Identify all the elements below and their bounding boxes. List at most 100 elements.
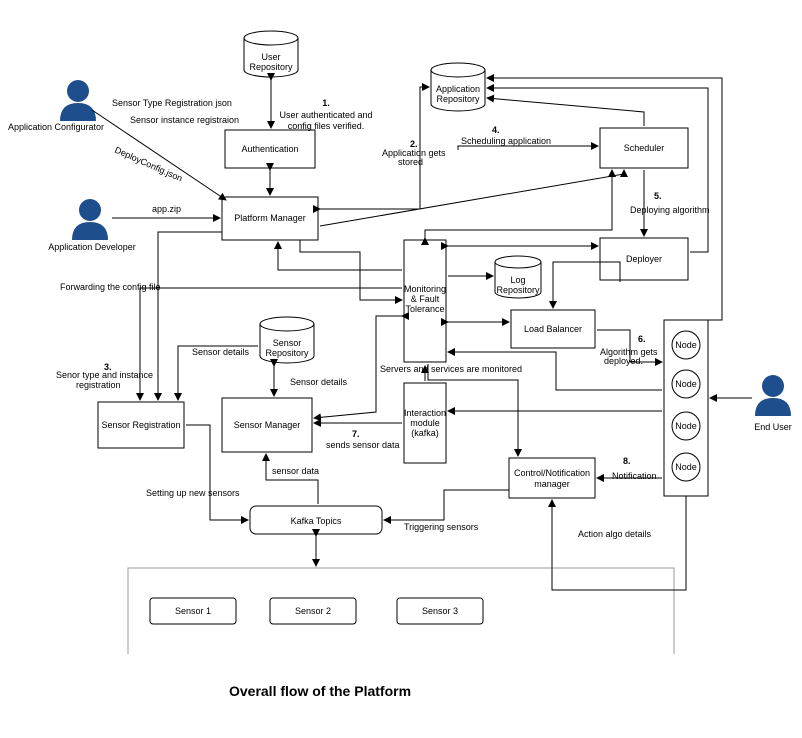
developer-label: Application Developer [48, 242, 136, 252]
conn-monitoring-pm [274, 241, 402, 271]
platform-manager-label: Platform Manager [234, 213, 306, 223]
end-user-label: End User [754, 422, 792, 432]
label-step3-num: 3. [104, 362, 112, 372]
configurator-actor-icon [60, 80, 96, 121]
label-sensor-details-left: Sensor details [192, 347, 250, 357]
label-app-zip: app.zip [152, 204, 181, 214]
label-forwarding: Forwarding the config file [60, 282, 161, 292]
node-1-label: Node [675, 340, 697, 350]
conn-sensorreg-kafka [186, 424, 249, 524]
deployer-label: Deployer [626, 254, 662, 264]
load-balancer-label: Load Balancer [524, 324, 582, 334]
conn-control-kafka [383, 489, 509, 524]
label-servers-monitored: Servers and services are monitored [380, 364, 522, 374]
conn-pm-scheduler [319, 169, 628, 227]
sensor-2-box[interactable] [269, 597, 357, 625]
user-repository-label-1: User [261, 52, 280, 62]
label-step4: Scheduling application [461, 136, 551, 146]
scheduler-box[interactable] [599, 127, 689, 169]
sensor-manager-box[interactable] [221, 397, 313, 453]
application-repository-label-1: Application [436, 84, 480, 94]
conn-deployer-lb [549, 261, 621, 309]
monitoring-box[interactable] [403, 239, 447, 363]
sensor-registration-label: Sensor Registration [101, 420, 180, 430]
conn-scheduler-apprepo [486, 94, 645, 126]
conn-nodes-apprepo [486, 74, 723, 321]
label-step1-line1: User authenticated and [279, 110, 372, 120]
sensor-3-box[interactable] [396, 597, 484, 625]
interaction-label-1: Interaction [404, 408, 446, 418]
label-step6-line2: deployed. [604, 356, 643, 366]
application-repository-label-2: Repository [436, 94, 480, 104]
conn-deployer-apprepo [486, 84, 709, 253]
configurator-label: Application Configurator [8, 122, 104, 132]
deployer-box[interactable] [599, 237, 689, 281]
node-3-label: Node [675, 421, 697, 431]
node-1[interactable]: Node [671, 330, 701, 360]
log-repository-label-2: Repository [496, 285, 540, 295]
conn-monitoring-scheduler [421, 169, 616, 245]
diagram-caption: Overall flow of the Platform [228, 683, 412, 699]
label-sensor-details-right: Sensor details [290, 377, 348, 387]
label-sensor-type-reg-json: Sensor Type Registration json [112, 98, 232, 108]
conn-nodes-monitoring [447, 348, 662, 391]
sensor-area [127, 567, 675, 654]
interaction-module-box[interactable] [403, 382, 447, 464]
sensor-registration-box[interactable] [97, 401, 185, 449]
end-user-actor-icon [755, 375, 791, 416]
node-4[interactable]: Node [671, 452, 701, 482]
node-2[interactable]: Node [671, 369, 701, 399]
label-sensor-data: sensor data [272, 466, 319, 476]
label-step2-num: 2. [410, 139, 418, 149]
sensor-manager-label: Sensor Manager [234, 420, 301, 430]
interaction-label-3: (kafka) [411, 428, 439, 438]
control-label-2: manager [534, 479, 570, 489]
label-step8-num: 8. [623, 456, 631, 466]
log-repository[interactable] [494, 255, 542, 299]
authentication-label: Authentication [241, 144, 298, 154]
sensor-repository-label-1: Sensor [273, 338, 302, 348]
sensor-1-box[interactable] [149, 597, 237, 625]
scheduler-label: Scheduler [624, 143, 665, 153]
conn-pm-monitoring [299, 240, 403, 304]
label-action-algo: Action algo details [578, 529, 652, 539]
monitoring-label-2: & Fault [411, 294, 440, 304]
conn-kafka-sensormgr [262, 453, 319, 504]
conn-scheduling [457, 142, 599, 150]
monitoring-label-1: Monitoring [404, 284, 446, 294]
label-step1-line2: config files verified. [288, 121, 365, 131]
developer-actor-icon [72, 199, 108, 240]
node-4-label: Node [675, 462, 697, 472]
label-step2-line2: stored [398, 157, 423, 167]
label-step6-num: 6. [638, 334, 646, 344]
conn-lb-nodes [597, 329, 663, 366]
label-step7-num: 7. [352, 429, 360, 439]
sensor-3-label: Sensor 3 [422, 606, 458, 616]
authentication-box[interactable] [224, 129, 316, 169]
sensor-1-label: Sensor 1 [175, 606, 211, 616]
interaction-label-2: module [410, 418, 440, 428]
user-repository[interactable] [243, 30, 299, 78]
conn-monitoring-sensormgr [313, 312, 409, 422]
label-step3-line2: registration [76, 380, 121, 390]
label-step8: Notification [612, 471, 657, 481]
platform-manager-box[interactable] [221, 196, 319, 241]
label-step2-line1: Application gets [382, 148, 446, 158]
kafka-topics-label: Kafka Topics [291, 516, 342, 526]
conn-pm-sensorreg [154, 231, 222, 401]
node-2-label: Node [675, 379, 697, 389]
conn-configurator-pm [91, 109, 227, 201]
label-step5-num: 5. [654, 191, 662, 201]
label-step6-line1: Algorithm gets [600, 347, 658, 357]
control-label-1: Control/Notification [514, 468, 590, 478]
node-3[interactable]: Node [671, 411, 701, 441]
control-notification-box[interactable] [508, 457, 596, 499]
label-step1-num: 1. [322, 98, 330, 108]
conn-sensorrepo-sensorreg [174, 345, 258, 401]
application-repository[interactable] [430, 62, 486, 112]
label-setting-up: Setting up new sensors [146, 488, 240, 498]
user-repository-label-2: Repository [249, 62, 293, 72]
load-balancer-box[interactable] [510, 309, 596, 349]
label-sensor-instance-reg: Sensor instance registraion [130, 115, 239, 125]
